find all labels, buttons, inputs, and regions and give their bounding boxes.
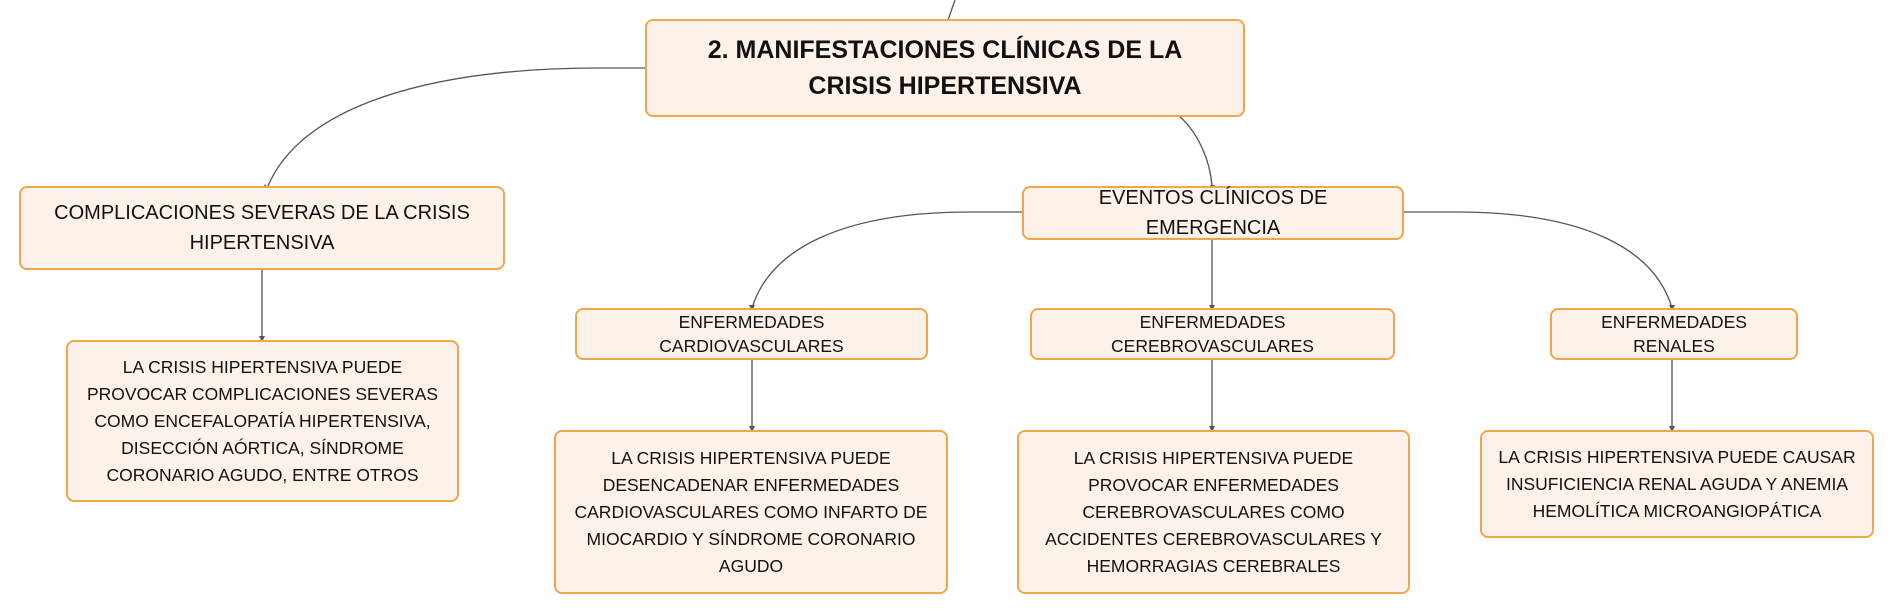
topic-renales-detalle-label: LA CRISIS HIPERTENSIVA PUEDE CAUSAR INSU…: [1498, 446, 1856, 521]
connector-eventos-to-cardio: [751, 211, 1022, 309]
topic-enfermedades-cerebrovasculares-label: ENFERMEDADES CEREBROVASCULARES: [1111, 312, 1314, 356]
topic-enfermedades-renales-label: ENFERMEDADES RENALES: [1601, 312, 1747, 356]
arrowhead-cerebro-leaf: [1209, 426, 1215, 432]
topic-renales-detalle[interactable]: LA CRISIS HIPERTENSIVA PUEDE CAUSAR INSU…: [1480, 430, 1874, 538]
topic-enfermedades-renales[interactable]: ENFERMEDADES RENALES: [1550, 308, 1798, 360]
arrowhead-cardio-leaf: [749, 426, 755, 432]
root-topic-label: 2. MANIFESTACIONES CLÍNICAS DE LA CRISIS…: [707, 36, 1183, 100]
topic-cardiovasculares-detalle-label: LA CRISIS HIPERTENSIVA PUEDE DESENCADENA…: [574, 447, 928, 576]
topic-enfermedades-cerebrovasculares[interactable]: ENFERMEDADES CEREBROVASCULARES: [1030, 308, 1395, 360]
connector-root-to-complicaciones: [267, 67, 648, 187]
topic-complicaciones-severas[interactable]: COMPLICACIONES SEVERAS DE LA CRISIS HIPE…: [19, 186, 505, 270]
topic-eventos-clinicos[interactable]: EVENTOS CLÍNICOS DE EMERGENCIA: [1022, 186, 1404, 240]
root-topic[interactable]: 2. MANIFESTACIONES CLÍNICAS DE LA CRISIS…: [645, 19, 1245, 117]
topic-cardiovasculares-detalle[interactable]: LA CRISIS HIPERTENSIVA PUEDE DESENCADENA…: [554, 430, 948, 594]
topic-complicaciones-severas-label: COMPLICACIONES SEVERAS DE LA CRISIS HIPE…: [54, 202, 470, 254]
connector-eventos-to-renal: [1404, 211, 1673, 309]
topic-cerebrovasculares-detalle[interactable]: LA CRISIS HIPERTENSIVA PUEDE PROVOCAR EN…: [1017, 430, 1410, 594]
connector-root-to-eventos: [1177, 114, 1213, 187]
topic-enfermedades-cardiovasculares[interactable]: ENFERMEDADES CARDIOVASCULARES: [575, 308, 928, 360]
topic-cerebrovasculares-detalle-label: LA CRISIS HIPERTENSIVA PUEDE PROVOCAR EN…: [1045, 447, 1382, 576]
arrowhead-renal-leaf: [1669, 426, 1675, 432]
topic-complicaciones-detalle-label: LA CRISIS HIPERTENSIVA PUEDE PROVOCAR CO…: [86, 356, 439, 485]
topic-eventos-clinicos-label: EVENTOS CLÍNICOS DE EMERGENCIA: [1098, 187, 1328, 239]
arrowhead-complicaciones-leaf: [259, 336, 265, 342]
topic-complicaciones-detalle[interactable]: LA CRISIS HIPERTENSIVA PUEDE PROVOCAR CO…: [66, 340, 459, 502]
topic-enfermedades-cardiovasculares-label: ENFERMEDADES CARDIOVASCULARES: [659, 312, 844, 356]
connector-parent-stub: [947, 0, 956, 21]
